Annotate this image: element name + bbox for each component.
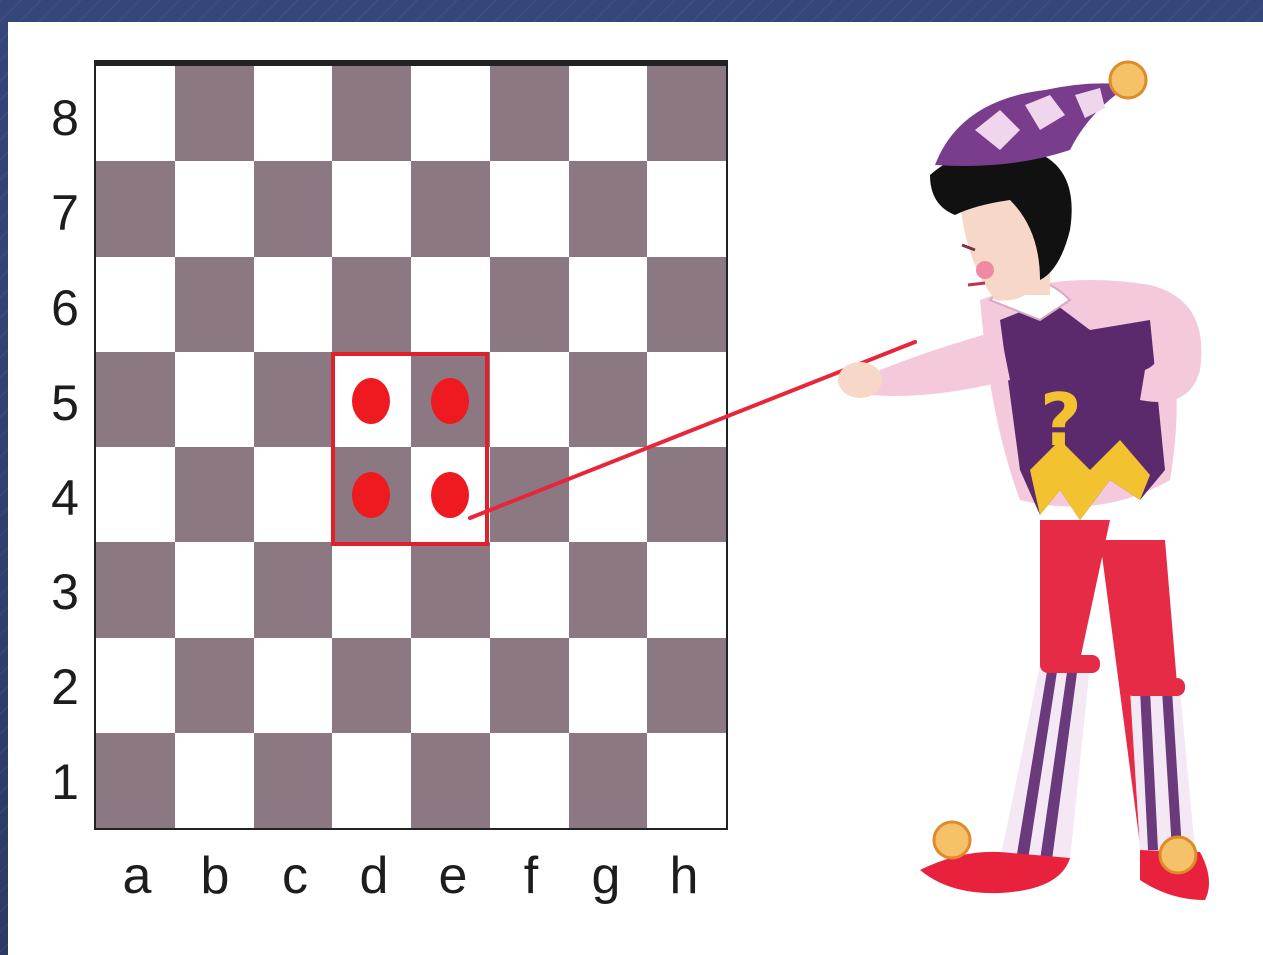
garter-right bbox=[1125, 678, 1185, 696]
shoe-pompom-left bbox=[934, 822, 970, 858]
jester-mouth bbox=[968, 283, 985, 285]
striped-stocking-right bbox=[1130, 690, 1195, 850]
garter-left bbox=[1040, 655, 1100, 673]
jester-front-thigh bbox=[1040, 520, 1110, 665]
shoe-left bbox=[920, 852, 1070, 893]
vest-question-mark: ? bbox=[1040, 378, 1082, 462]
jester-cheek bbox=[976, 261, 994, 279]
shoe-pompom-right bbox=[1160, 837, 1196, 873]
jester-pointing-arm bbox=[870, 330, 1010, 396]
hat-pompom bbox=[1110, 62, 1146, 98]
jester-hand bbox=[838, 362, 882, 398]
striped-stocking-left bbox=[1000, 665, 1090, 860]
